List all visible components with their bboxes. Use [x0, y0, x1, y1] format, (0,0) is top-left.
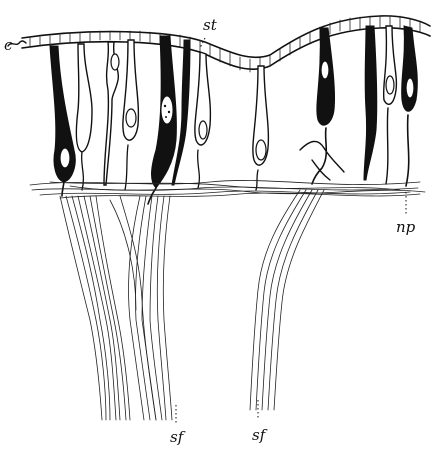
label-st: st — [203, 16, 218, 34]
label-c: c — [4, 36, 13, 54]
sensory-cell-dark — [364, 26, 377, 180]
fibre-bundle-left — [60, 196, 172, 420]
cell-nucleus — [386, 76, 394, 94]
cell-nucleus — [256, 140, 266, 160]
sensory-cell-light — [76, 44, 92, 152]
fibre-bundle-right — [250, 190, 324, 410]
label-sf-right: sf — [252, 426, 268, 444]
cell-nucleus — [199, 121, 207, 139]
cell-nucleus — [161, 96, 173, 124]
nerve-plexus — [30, 180, 425, 198]
cell-nucleus — [406, 78, 414, 98]
cell-nucleus — [321, 61, 329, 79]
label-np: np — [396, 218, 416, 236]
cell-nucleus — [111, 54, 119, 70]
cell-nucleus — [60, 148, 70, 168]
label-sf-left: sf — [170, 428, 186, 446]
cell-nucleus — [126, 109, 136, 127]
